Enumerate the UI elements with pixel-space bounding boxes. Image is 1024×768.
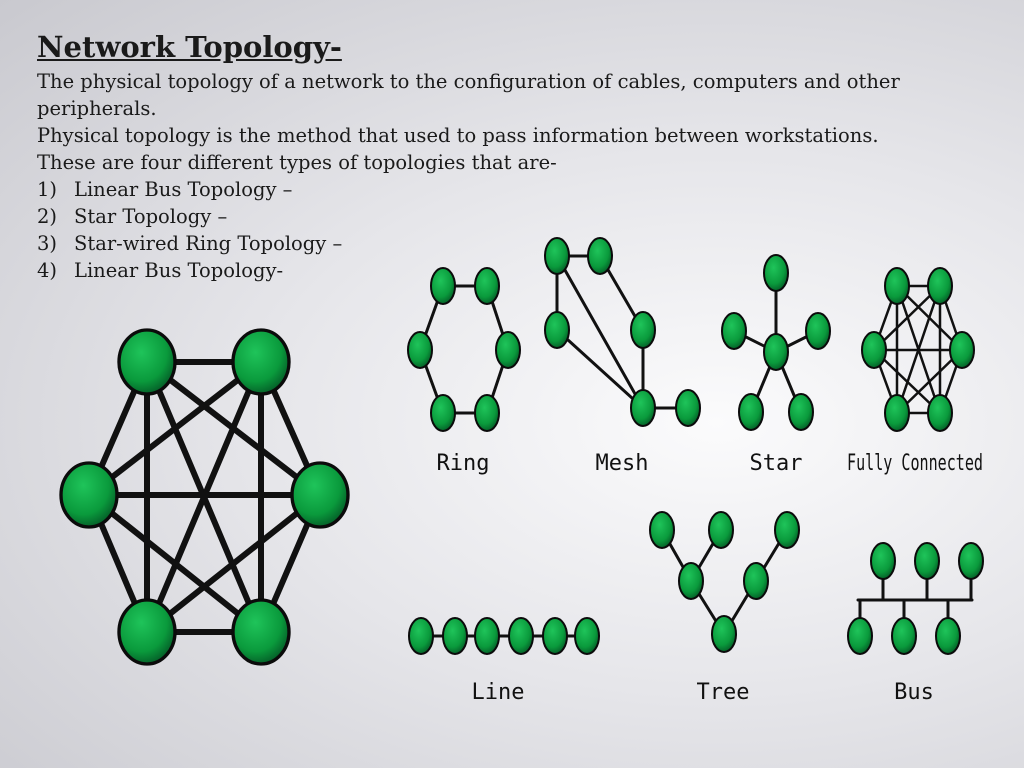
bus-node [958,542,984,580]
list-text: Star-wired Ring Topology – [74,232,343,255]
list-item: 1) Linear Bus Topology – [37,176,997,203]
fully-connected-node [884,267,910,305]
bus-node [891,617,917,655]
mesh-edge [555,254,645,410]
bus-node [935,617,961,655]
star-label: Star [750,451,803,476]
tree-node [678,562,704,600]
line-node [442,617,468,655]
list-number: 2) [37,205,58,228]
tree-label: Tree [697,680,750,705]
ring-node [430,394,456,432]
bus-node [914,542,940,580]
tree-node [711,615,737,653]
list-number: 4) [37,259,58,282]
mesh-node [587,237,613,275]
line-node [508,617,534,655]
intro-line-1: The physical topology of a network to th… [37,70,900,93]
star-node [805,312,831,350]
list-text: Linear Bus Topology – [74,178,293,201]
big-hexagon-edge [86,492,264,635]
intro-line-2: peripherals. [37,97,157,120]
mesh-node [544,237,570,275]
line-label: Line [472,680,525,705]
big-hexagon-edge [86,359,264,498]
ring-node [495,331,521,369]
line-node [542,617,568,655]
star-node [738,393,764,431]
fully-connected-node [861,331,887,369]
list-text: Star Topology – [74,205,228,228]
list-item: 2) Star Topology – [37,203,997,230]
bus-node [847,617,873,655]
list-item: 3) Star-wired Ring Topology – [37,230,997,257]
mesh-label: Mesh [596,451,649,476]
bus-node [870,542,896,580]
fully-connected-label: Fully Connected [847,451,983,476]
ring-node [474,394,500,432]
list-item: 4) Linear Bus Topology- [37,257,997,284]
list-number: 1) [37,178,58,201]
star-node [721,312,747,350]
fully-connected-edge [872,284,942,352]
mesh-node [675,389,701,427]
fully-connected-node [949,331,975,369]
slide-title: Network Topology- [37,30,342,64]
tree-node [649,511,675,549]
star-node [763,333,789,371]
line-node [408,617,434,655]
line-node [574,617,600,655]
ring-label: Ring [437,451,490,476]
mesh-node [630,389,656,427]
mesh-node [630,311,656,349]
big-hexagon-node [231,598,291,666]
star-node [788,393,814,431]
big-hexagon-node [117,328,177,396]
ring-node [407,331,433,369]
fully-connected-node [927,267,953,305]
fully-connected-edge [872,348,942,415]
list-text: Linear Bus Topology- [74,259,284,282]
ring-node [430,267,456,305]
ring-node [474,267,500,305]
big-hexagon-edge [144,492,323,635]
tree-node [743,562,769,600]
star-node [763,254,789,292]
mesh-edge [555,328,645,410]
mesh-node [544,311,570,349]
bus-label: Bus [894,680,934,705]
tree-node [708,511,734,549]
big-hexagon-node [290,461,350,529]
slide-text: Network Topology- The physical topology … [37,30,997,284]
line-node [474,617,500,655]
definition-text: Physical topology is the method that use… [37,124,879,147]
big-hexagon-node [231,328,291,396]
topology-list: 1) Linear Bus Topology – 2) Star Topology … [37,176,997,284]
fully-connected-node [884,394,910,432]
list-number: 3) [37,232,58,255]
fully-connected-node [927,394,953,432]
big-hexagon-node [59,461,119,529]
types-intro-text: These are four different types of topolo… [37,151,557,174]
big-hexagon-node [117,598,177,666]
tree-node [774,511,800,549]
